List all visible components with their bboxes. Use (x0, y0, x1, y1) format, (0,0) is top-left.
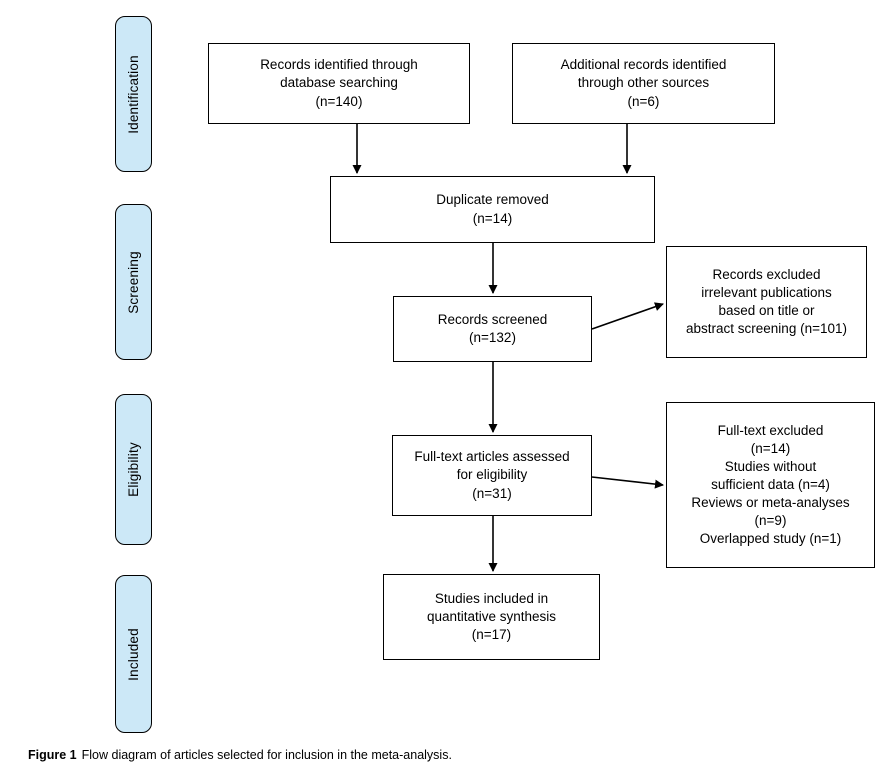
arrow-fulltext-to-excluded (591, 476, 664, 489)
box-records-identified: Records identified through database sear… (208, 43, 470, 124)
box-studies-included-text: Studies included in quantitative synthes… (426, 590, 557, 643)
stage-identification: Identification (115, 16, 152, 172)
figure-caption-label: Figure 1 (28, 748, 77, 762)
box-fulltext-assessed-text: Full-text articles assessed for eligibil… (414, 449, 570, 501)
stage-included: Included (115, 575, 152, 733)
stage-screening: Screening (115, 204, 152, 360)
box-records-excluded: Records excluded irrelevant publications… (666, 246, 867, 358)
box-studies-included: Studies included in quantitative synthes… (383, 574, 600, 660)
box-duplicate-removed-text: Duplicate removed (n=14) (436, 192, 549, 226)
box-additional-records-text: Additional records identified through ot… (560, 57, 727, 109)
box-fulltext-excluded-text: Full-text excluded (n=14) Studies withou… (691, 422, 850, 547)
stage-identification-label: Identification (126, 54, 142, 134)
stage-eligibility: Eligibility (115, 394, 152, 545)
box-records-screened: Records screened (n=132) (393, 296, 592, 362)
box-duplicate-removed: Duplicate removed (n=14) (330, 176, 655, 243)
arrow-screened-to-excluded (591, 302, 664, 330)
box-fulltext-assessed: Full-text articles assessed for eligibil… (392, 435, 592, 516)
stage-screening-label: Screening (126, 250, 141, 314)
stage-included-label: Included (126, 627, 142, 681)
stage-eligibility-label: Eligibility (126, 442, 141, 497)
box-records-screened-text: Records screened (n=132) (437, 311, 548, 345)
box-additional-records: Additional records identified through ot… (512, 43, 775, 124)
box-fulltext-excluded: Full-text excluded (n=14) Studies withou… (666, 402, 875, 568)
box-records-excluded-text: Records excluded irrelevant publications… (686, 266, 847, 337)
figure-caption: Figure 1 Flow diagram of articles selecte… (28, 748, 452, 762)
box-records-identified-text: Records identified through database sear… (260, 57, 418, 109)
figure-caption-text: Flow diagram of articles selected for in… (81, 748, 452, 762)
